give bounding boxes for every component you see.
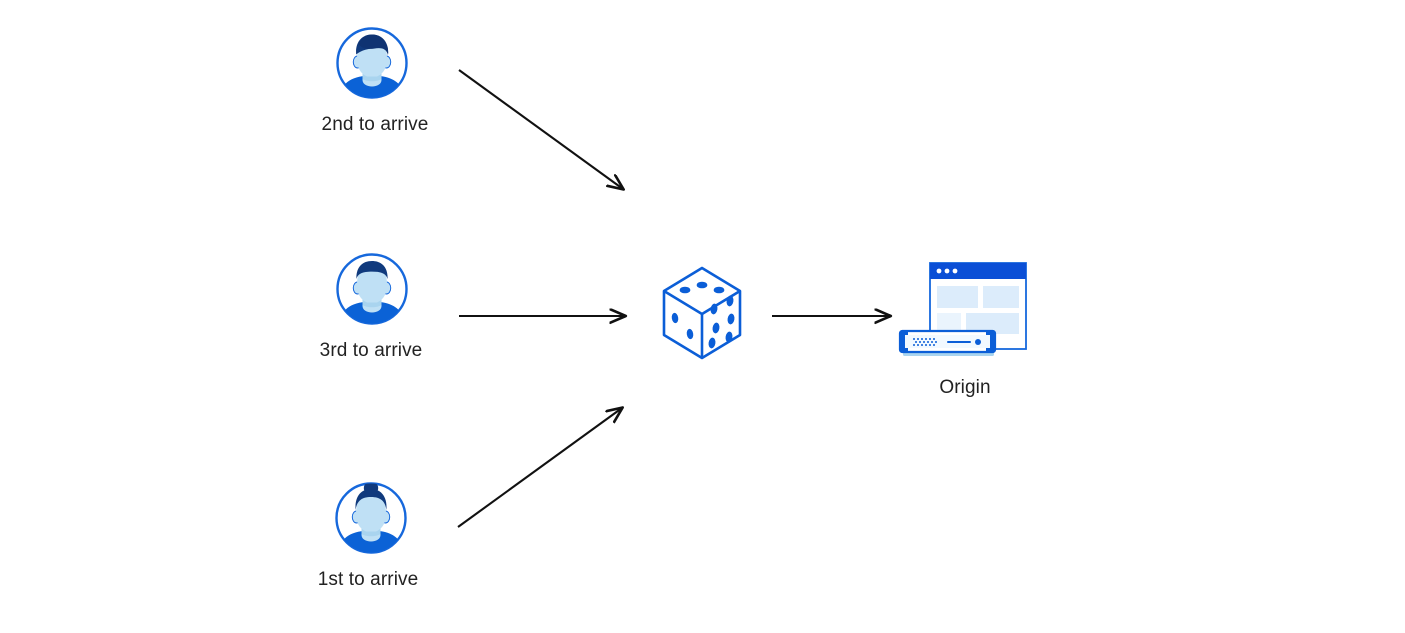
- server-browser-icon: [898, 262, 1027, 356]
- edge-client3-dice: [457, 408, 622, 528]
- user-avatar-icon: [335, 482, 407, 554]
- edge-client1-dice: [458, 69, 623, 189]
- node-label-client-1: 2nd to arrive: [321, 114, 429, 135]
- dice-icon: [662, 266, 742, 360]
- node-label-client-2: 3rd to arrive: [319, 340, 423, 361]
- user-avatar-icon: [336, 27, 408, 99]
- user-avatar-icon: [336, 253, 408, 325]
- node-label-client-3: 1st to arrive: [317, 569, 419, 590]
- node-label-origin: Origin: [939, 377, 991, 398]
